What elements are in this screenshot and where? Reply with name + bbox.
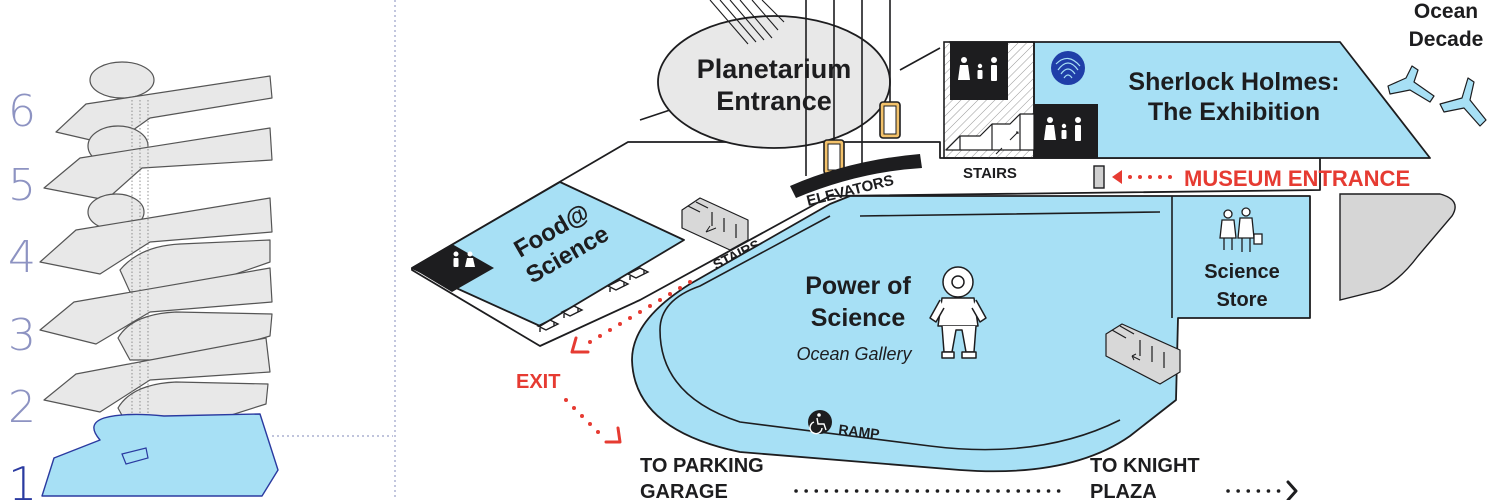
floor-number-1[interactable]: 1 — [8, 457, 37, 500]
restroom-icon — [453, 251, 475, 267]
museum-entrance-label[interactable]: MUSEUM ENTRANCE — [1184, 166, 1410, 191]
store-title-line2: Store — [1216, 289, 1267, 311]
family-restroom-icon — [1044, 117, 1081, 141]
stairs-icon — [945, 113, 1035, 155]
floor-plate-4[interactable] — [39, 193, 273, 293]
astronaut-diving-suit-icon — [929, 266, 987, 359]
elevator-platform — [790, 154, 922, 198]
exit-arrow-lower — [564, 398, 622, 444]
parking-label-line2: GARAGE — [640, 481, 728, 500]
y-sculpture-icon — [1387, 65, 1487, 127]
stairs-icon — [681, 197, 749, 251]
stairs-label-top: STAIRS — [963, 165, 1017, 182]
store-title-line1: Science — [1204, 261, 1280, 283]
floor-number-3[interactable]: 3 — [8, 310, 36, 361]
exit-arrow-upper — [570, 280, 692, 354]
planetarium-line1: Planetarium — [697, 54, 852, 84]
adjacent-building — [1339, 193, 1456, 301]
floor-number-2[interactable]: 2 — [8, 382, 36, 433]
parking-label-line1: TO PARKING — [640, 455, 764, 477]
ramp-label: RAMP — [838, 421, 881, 442]
elevator-icon[interactable] — [805, 0, 901, 176]
shoppers-icon — [1219, 207, 1263, 252]
ocean-gallery-label: Ocean Gallery — [796, 344, 912, 364]
planetarium-callout[interactable]: Planetarium Entrance — [639, 0, 941, 149]
floor-number-6[interactable]: 6 — [8, 86, 36, 137]
chevron-right-icon — [1286, 480, 1298, 500]
knight-label-line2: PLAZA — [1090, 481, 1157, 500]
accessible-icon — [808, 410, 832, 435]
floor-number-5[interactable]: 5 — [8, 160, 36, 211]
floor-plate-5[interactable] — [43, 125, 273, 201]
sherlock-fingerprint-icon — [1051, 51, 1085, 85]
gallery-inner-track — [659, 211, 1161, 451]
planetarium-line2: Entrance — [716, 86, 832, 116]
stairs-icon — [1105, 323, 1181, 385]
floor-number-4[interactable]: 4 — [8, 232, 36, 283]
floor-selector: 6 5 4 3 2 1 — [8, 0, 396, 500]
family-restroom-icon — [958, 57, 997, 81]
ocean-decade-line1: Ocean — [1414, 0, 1478, 23]
entrance-arrow — [1112, 170, 1172, 184]
exit-label[interactable]: EXIT — [516, 371, 560, 393]
food-restroom-block — [412, 244, 494, 292]
power-title-line2: Science — [811, 304, 906, 332]
sherlock-title-line1: Sherlock Holmes: — [1128, 68, 1339, 96]
knight-label-line1: TO KNIGHT — [1090, 455, 1200, 477]
entrance-door[interactable] — [1093, 165, 1105, 189]
bench-icon — [536, 267, 650, 332]
ocean-decade-line2: Decade — [1409, 28, 1484, 51]
floor-plate-1[interactable] — [41, 413, 279, 497]
sherlock-title-line2: The Exhibition — [1148, 98, 1320, 126]
food-science-area[interactable] — [411, 181, 685, 327]
power-title-line1: Power of — [805, 272, 911, 300]
